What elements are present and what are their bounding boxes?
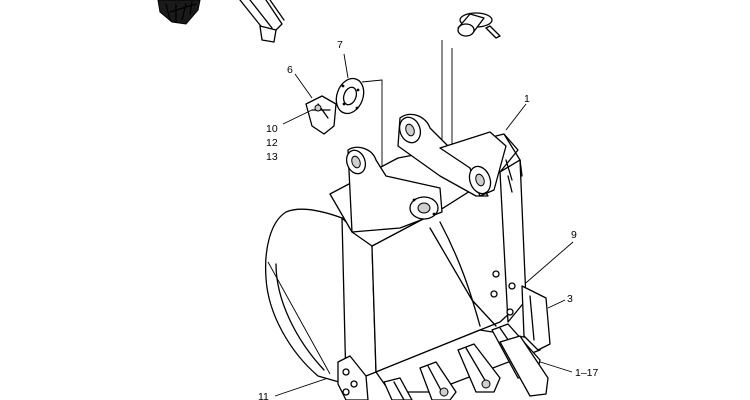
callout-12: 12 (266, 137, 278, 149)
callout-13: 13 (266, 151, 278, 163)
callout-10: 10 (266, 123, 278, 135)
callout-7: 7 (337, 39, 343, 51)
washer-plate-part (335, 77, 365, 115)
side-cutter-part (521, 285, 551, 351)
callout-6: 6 (287, 64, 293, 76)
callout-leaders (274, 40, 574, 397)
assembly-icon (157, 0, 201, 25)
callout-1-17: 1–17 (575, 367, 599, 379)
callout-11: 11 (258, 391, 269, 400)
bucket-teeth (383, 323, 549, 400)
bushing-part (457, 12, 501, 39)
callout-labels: 1 3 6 7 9 10 12 13 11 1–17 (258, 39, 599, 400)
callout-3: 3 (567, 293, 573, 305)
callout-9: 9 (571, 229, 577, 241)
mounting-brackets (329, 113, 523, 247)
side-bolts (490, 270, 516, 316)
corner-bracket-part (337, 355, 369, 400)
pin-parts (239, 0, 285, 43)
callout-1: 1 (524, 93, 530, 105)
bucket-body (264, 159, 541, 393)
lock-part (305, 95, 337, 135)
